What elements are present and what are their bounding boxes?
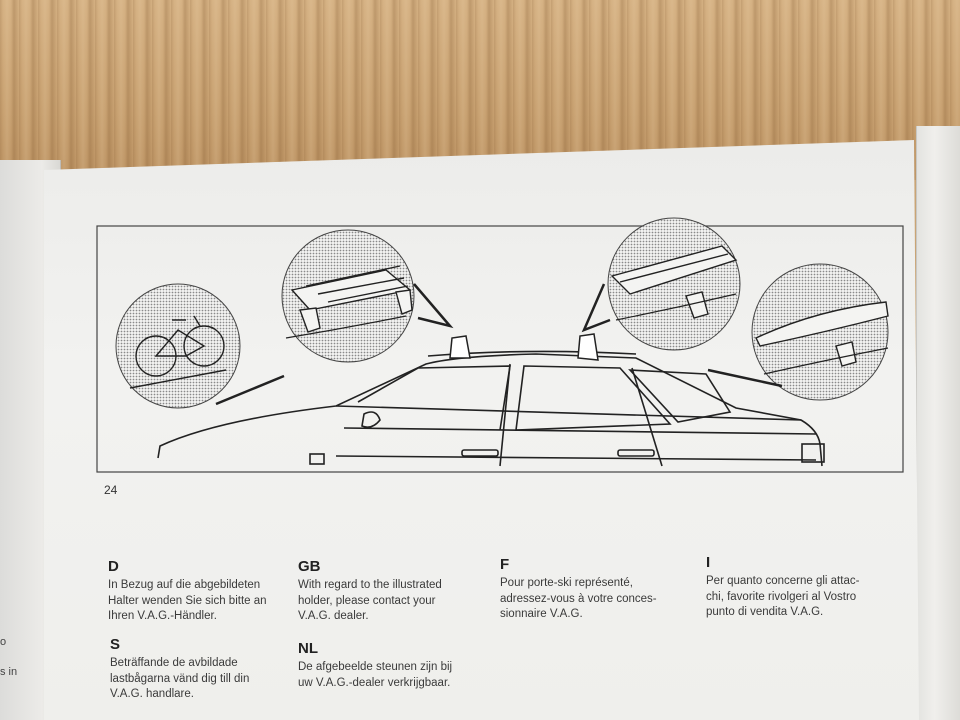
instruction-sv: S Beträffande de avbildade lastbågarna v… (110, 636, 300, 703)
luggage-rack-inset (281, 229, 415, 363)
surfboard-holder-inset (751, 263, 889, 401)
instruction-fr: F Pour porte-ski représenté, adressez-vo… (500, 556, 700, 623)
instruction-text: In Bezug auf die abgebildeten Halter wen… (108, 579, 267, 622)
roof-rack-illustration (96, 217, 904, 473)
pointer-line (413, 283, 454, 329)
instruction-gb: GB With regard to the illustrated holder… (298, 558, 498, 625)
pointer-line (581, 283, 611, 333)
instruction-text: Beträffande de avbildade lastbågarna vän… (110, 657, 250, 700)
instruction-text: Per quanto concerne gli attac- chi, favo… (706, 575, 860, 618)
illustration-frame (96, 225, 904, 473)
language-code: S (110, 636, 121, 653)
instruction-nl: NL De afgebeelde steunen zijn bij uw V.A… (298, 640, 498, 691)
pointer-line (215, 374, 285, 406)
language-code: NL (298, 640, 318, 657)
instruction-it: I Per quanto concerne gli attac- chi, fa… (706, 554, 906, 621)
instruction-text: Pour porte-ski représenté, adressez-vous… (500, 577, 657, 620)
left-page-fragment: o (0, 636, 7, 648)
language-code: I (706, 554, 711, 571)
instruction-de: D In Bezug auf die abgebildeten Halter w… (108, 558, 298, 625)
page-number: 24 (104, 483, 118, 497)
car-drawing (157, 350, 825, 467)
pointer-line (707, 368, 783, 388)
instruction-text: De afgebeelde steunen zijn bij uw V.A.G.… (298, 661, 453, 689)
next-page-edge (916, 126, 960, 720)
instruction-text: With regard to the illustrated holder, p… (298, 579, 442, 622)
ski-box-inset (607, 217, 741, 351)
roof-rack-feet (449, 333, 599, 361)
left-page-fragment: s in (0, 666, 18, 678)
language-code: D (108, 558, 119, 575)
bicycle-holder-inset (115, 283, 241, 409)
language-code: F (500, 556, 510, 573)
language-code: GB (298, 558, 321, 575)
